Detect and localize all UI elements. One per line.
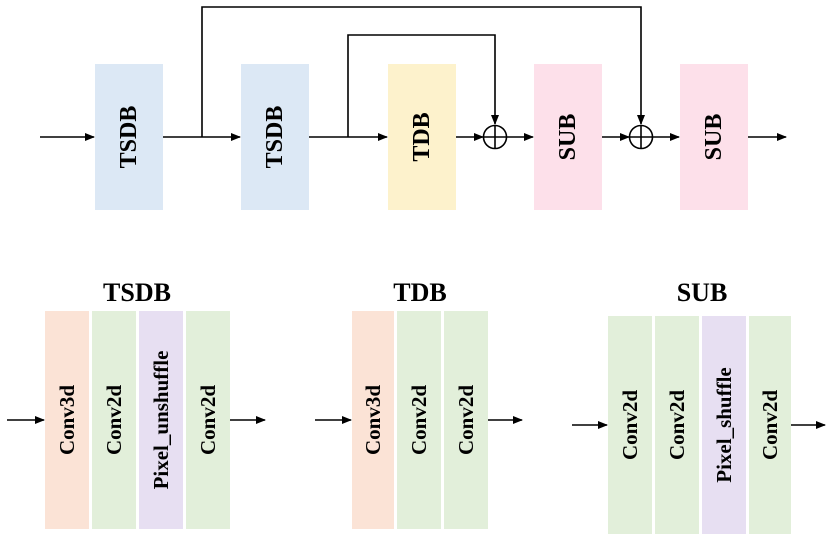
top-block-tdb-label: TDB xyxy=(409,112,435,161)
skip-connection-inner xyxy=(347,34,499,137)
sub-layer-conv2d-3-label: Conv2d xyxy=(758,390,782,460)
top-block-sub-1: SUB xyxy=(534,64,602,210)
top-block-tsdb-1-label: TSDB xyxy=(116,106,142,169)
tsdb-layer-conv2d-2: Conv2d xyxy=(186,311,230,529)
top-block-sub-2: SUB xyxy=(680,64,748,210)
top-block-sub-2-label: SUB xyxy=(701,114,727,161)
tsdb-layer-pixel-unshuffle: Pixel_unshuffle xyxy=(139,311,183,529)
top-block-tsdb-2-label: TSDB xyxy=(262,106,288,169)
tdb-layer-conv2d-1-label: Conv2d xyxy=(407,385,431,455)
tdb-layer-conv3d: Conv3d xyxy=(352,311,394,529)
tdb-layer-conv3d-label: Conv3d xyxy=(361,385,385,455)
top-pipeline: TSDB TSDB TDB SUB SUB xyxy=(40,6,787,210)
sub-layer-conv2d-3: Conv2d xyxy=(749,316,791,534)
add-node-1 xyxy=(482,124,508,150)
tdb-detail: TDB Conv3d Conv2d Conv2d xyxy=(315,278,523,529)
add-node-2 xyxy=(628,124,654,150)
tsdb-layer-pixel-unshuffle-label: Pixel_unshuffle xyxy=(149,351,173,490)
tsdb-layer-conv3d: Conv3d xyxy=(45,311,89,529)
tsdb-layer-conv2d-2-label: Conv2d xyxy=(196,385,220,455)
sub-layer-conv2d-1-label: Conv2d xyxy=(618,390,642,460)
tsdb-detail-title: TSDB xyxy=(103,278,171,307)
tdb-layer-conv2d-2-label: Conv2d xyxy=(454,385,478,455)
skip-connection-outer xyxy=(201,6,645,137)
sub-layer-pixel-shuffle-label: Pixel_shuffle xyxy=(712,367,736,483)
tsdb-layer-conv2d-1: Conv2d xyxy=(92,311,136,529)
tsdb-layer-conv3d-label: Conv3d xyxy=(55,385,79,455)
top-block-tsdb-2: TSDB xyxy=(241,64,309,210)
sub-detail: SUB Conv2d Conv2d Pixel_shuffle Conv2d xyxy=(572,278,826,534)
sub-layer-conv2d-2: Conv2d xyxy=(655,316,699,534)
top-block-tdb: TDB xyxy=(388,64,456,210)
top-block-tsdb-1: TSDB xyxy=(95,64,163,210)
tdb-layer-conv2d-2: Conv2d xyxy=(444,311,488,529)
tsdb-layer-conv2d-1-label: Conv2d xyxy=(102,385,126,455)
tsdb-detail: TSDB Conv3d Conv2d Pixel_unshuffle Conv2… xyxy=(7,278,266,529)
top-block-sub-1-label: SUB xyxy=(555,114,581,161)
tdb-layer-conv2d-1: Conv2d xyxy=(397,311,441,529)
tdb-detail-title: TDB xyxy=(393,278,446,307)
sub-detail-title: SUB xyxy=(677,278,728,307)
sub-layer-conv2d-1: Conv2d xyxy=(608,316,652,534)
sub-layer-conv2d-2-label: Conv2d xyxy=(665,390,689,460)
sub-layer-pixel-shuffle: Pixel_shuffle xyxy=(702,316,746,534)
